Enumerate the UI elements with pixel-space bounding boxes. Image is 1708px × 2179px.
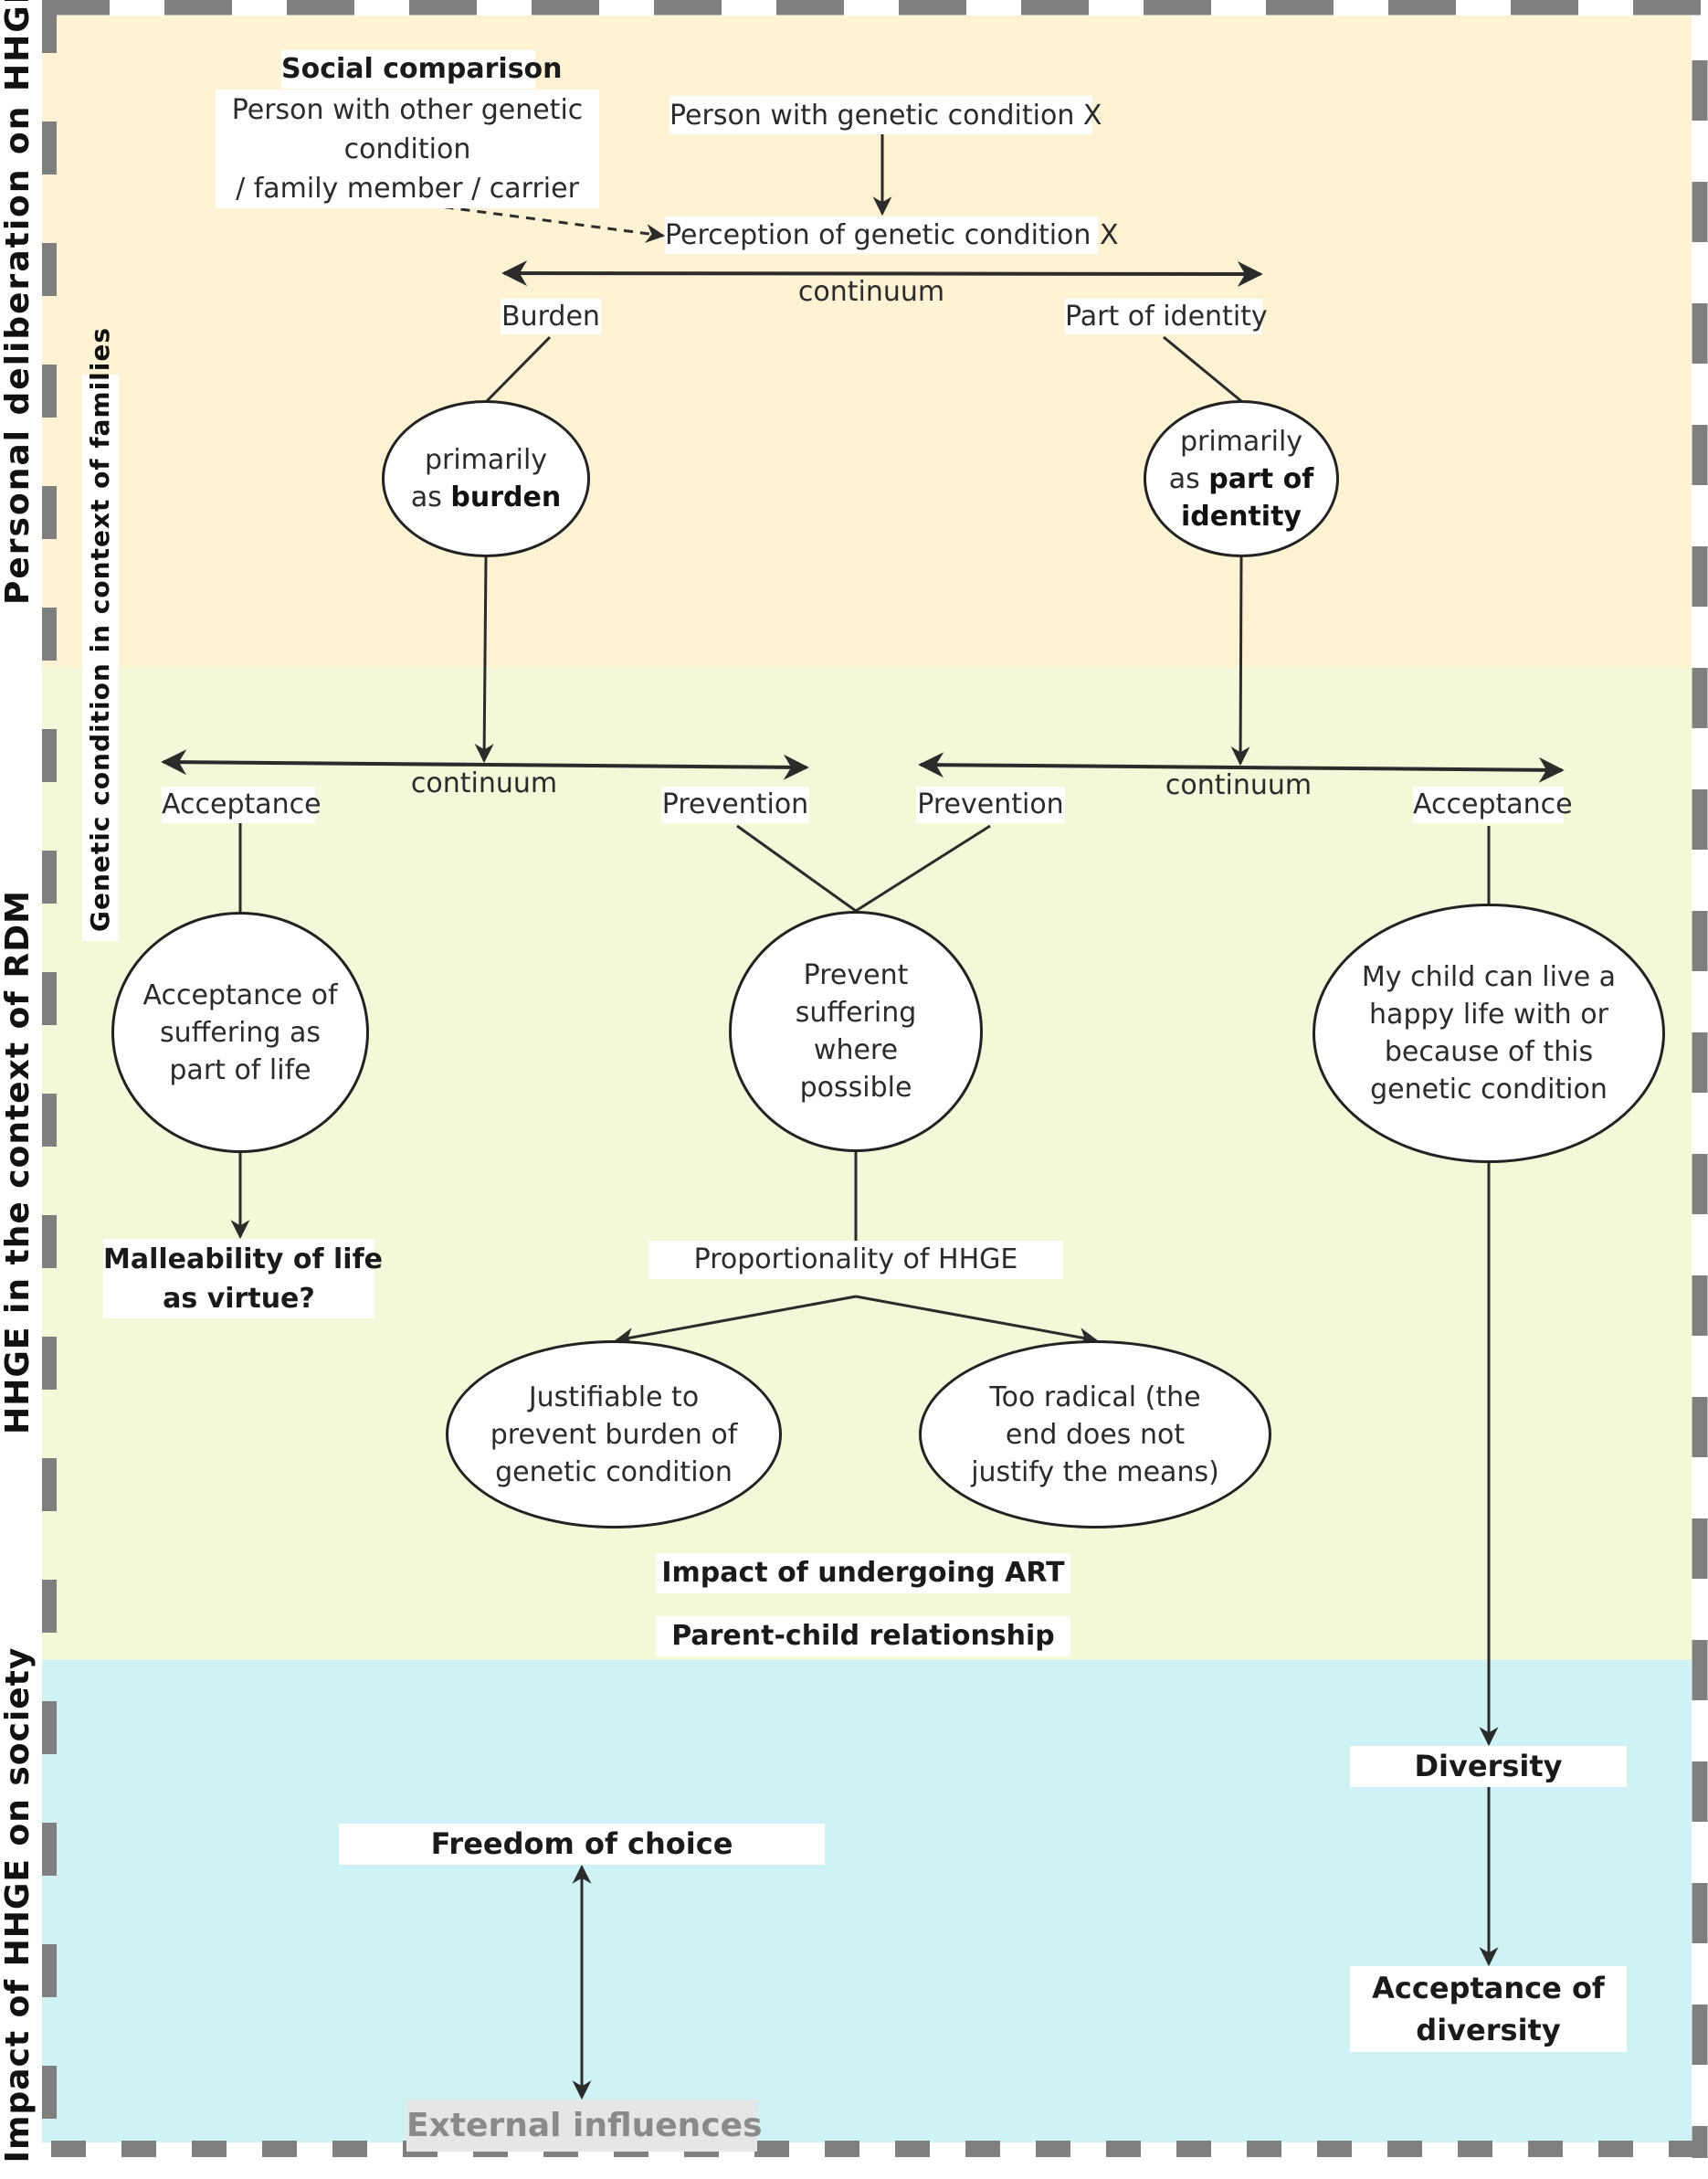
line-prevention-left-to-node [736, 824, 857, 913]
social-comparison-title: Social comparison [281, 50, 563, 89]
arrow-burden-node-down [474, 556, 494, 764]
arrow-proportionality-to-radical [855, 1295, 1099, 1347]
malleability-line: Malleability of life [103, 1243, 383, 1275]
node-line: because of this [1384, 1036, 1594, 1068]
node-line: possible [799, 1072, 912, 1104]
acceptance-label-left: Acceptance [162, 787, 322, 823]
continuum-arrow-top [501, 260, 1263, 287]
happy-life-node: My child can live a happy life with or b… [1313, 904, 1665, 1163]
external-influences-box: External influences [406, 2100, 763, 2152]
continuum-label-left: continuum [410, 767, 558, 799]
social-comparison-line: / family member / carrier [236, 172, 579, 205]
perception-box: Perception of genetic condition X [665, 217, 1119, 254]
burden-label: Burden [501, 299, 601, 334]
continuum-label-top: continuum [797, 276, 945, 308]
continuum-label-right: continuum [1165, 769, 1313, 801]
identity-node: primarily as part of identity [1144, 400, 1339, 557]
social-comparison-line: condition [343, 132, 471, 165]
node-line: Acceptance of [142, 978, 338, 1011]
parent-child-box: Parent-child relationship [656, 1616, 1070, 1656]
identity-node-line: as part of [1168, 462, 1314, 495]
node-line: genetic condition [1370, 1074, 1608, 1105]
acceptance-label-right: Acceptance [1413, 787, 1573, 823]
society-impact-band [42, 1660, 1692, 2142]
too-radical-node: Too radical (the end does not justify th… [919, 1340, 1271, 1528]
line-prevention-right-to-node [855, 824, 991, 913]
identity-node-emphasis: part of [1208, 462, 1314, 495]
person-with-condition-box: Person with genetic condition X [669, 96, 1102, 134]
node-line: My child can live a [1361, 961, 1617, 993]
line-identity-to-node [1163, 335, 1242, 403]
freedom-of-choice-box: Freedom of choice [339, 1824, 825, 1865]
diversity-box: Diversity [1350, 1746, 1627, 1787]
malleability-box: Malleability of life as virtue? [103, 1239, 383, 1318]
acceptance-of-diversity-box: Acceptance of diversity [1350, 1966, 1627, 2052]
node-line: prevent burden of [490, 1418, 738, 1451]
prevention-label-left: Prevention [661, 787, 809, 823]
section-label-families-context: Genetic condition in context of families [82, 327, 119, 941]
acceptance-diversity-line: diversity [1416, 2013, 1561, 2047]
burden-node-line: primarily [424, 444, 548, 476]
node-line: where [813, 1034, 899, 1066]
node-line: Justifiable to [528, 1380, 700, 1413]
part-of-identity-label: Part of identity [1065, 299, 1268, 334]
identity-node-line: primarily [1179, 425, 1303, 458]
social-comparison-line: Person with other genetic [231, 93, 584, 126]
node-line: justify the means) [971, 1455, 1219, 1488]
node-line: genetic condition [495, 1455, 733, 1488]
node-line: suffering as [159, 1016, 322, 1049]
identity-node-line: identity [1181, 500, 1302, 533]
rdm-context-band [42, 667, 1692, 1660]
node-line: part of life [169, 1053, 311, 1086]
prevent-suffering-node: Prevent suffering where possible [729, 911, 983, 1152]
section-label-society-impact: Impact of HHGE on society [0, 1646, 37, 2163]
arrow-identity-node-down [1230, 556, 1250, 767]
line-burden-to-node [485, 335, 552, 403]
section-label-personal-deliberation: Personal deliberation on HHGE [0, 0, 37, 605]
social-comparison-box: Person with other genetic condition / fa… [216, 90, 599, 208]
burden-node-line: as burden [410, 481, 562, 513]
malleability-line: as virtue? [163, 1282, 315, 1315]
node-line: Too radical (the [989, 1380, 1201, 1413]
node-line: Prevent [803, 959, 909, 991]
node-line: happy life with or [1369, 999, 1608, 1031]
proportionality-box: Proportionality of HHGE [648, 1241, 1063, 1279]
justifiable-node: Justifiable to prevent burden of genetic… [446, 1340, 782, 1528]
prevention-label-right: Prevention [916, 787, 1065, 823]
continuum-arrow-right [918, 752, 1565, 783]
continuum-arrow-left [161, 749, 809, 780]
acceptance-of-suffering-node: Acceptance of suffering as part of life [111, 912, 369, 1153]
section-label-rdm-context: HHGE in the context of RDM [0, 890, 37, 1434]
burden-node: primarily as burden [382, 400, 590, 557]
impact-art-box: Impact of undergoing ART [656, 1553, 1070, 1593]
acceptance-diversity-line: Acceptance of [1372, 1971, 1605, 2005]
arrow-proportionality-to-justifiable [614, 1295, 857, 1347]
node-line: end does not [1005, 1418, 1186, 1451]
burden-node-emphasis: burden [450, 481, 562, 513]
node-line: suffering [795, 997, 917, 1029]
